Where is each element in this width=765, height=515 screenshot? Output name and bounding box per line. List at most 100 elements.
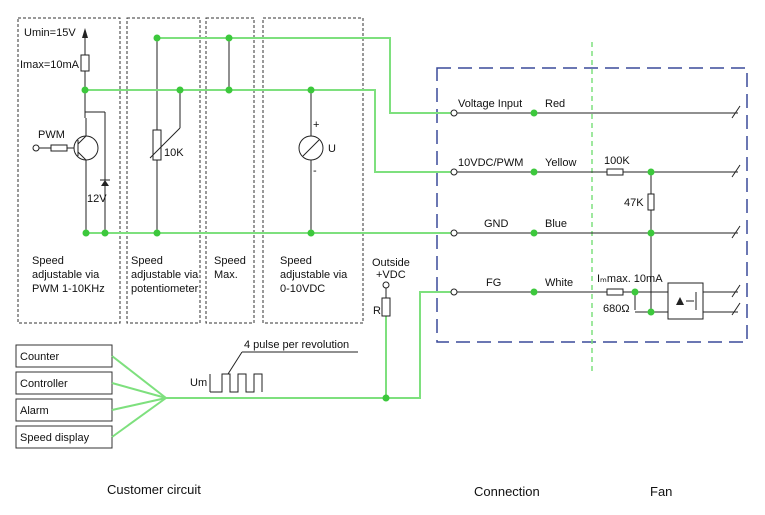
node [631, 288, 639, 296]
pot-caption-3: potentiometer [131, 283, 199, 295]
pot-caption-1: Speed [131, 255, 163, 267]
fan-r2-label: 47K [624, 197, 644, 209]
node [225, 86, 233, 94]
pwm-caption-1: Speed [32, 255, 64, 267]
pwm-label: PWM [38, 129, 65, 141]
meter-plus-label: + [313, 119, 319, 131]
pulse-label: 4 pulse per revolution [244, 339, 349, 351]
fanout-counter [111, 355, 167, 399]
fan-resistor-100k [606, 168, 624, 176]
connection-signal-voltage-input: Voltage Input [458, 98, 522, 110]
node [153, 34, 161, 42]
node [530, 288, 538, 296]
connection-signal-gnd: GND [484, 218, 509, 230]
node [153, 229, 161, 237]
zener-diode-icon [101, 180, 109, 186]
max-group-box [205, 17, 255, 324]
pwm-caption-2: adjustable via [32, 269, 100, 281]
fanout-controller [111, 382, 167, 399]
optocoupler-diode-icon [676, 297, 684, 305]
wire-break-4 [731, 284, 741, 298]
connection-signal-pwm: 10VDC/PWM [458, 157, 523, 169]
footer-fan: Fan [650, 484, 672, 499]
node [81, 86, 89, 94]
node [647, 308, 655, 316]
connection-color-blue: Blue [545, 218, 567, 230]
outside-vdc-terminal [382, 281, 390, 289]
supply-arrow-icon [82, 28, 88, 38]
connection-color-red: Red [545, 98, 565, 110]
pwm-input-terminal [32, 144, 40, 152]
device-speed-display-label: Speed display [20, 432, 90, 444]
fan-resistor-680 [606, 288, 624, 296]
zener-label: 12V [87, 193, 107, 205]
potentiometer [152, 129, 162, 161]
voltage-input-bus [157, 37, 454, 114]
node [307, 229, 315, 237]
connection-signal-fg: FG [486, 277, 501, 289]
vdc-caption-3: 0-10VDC [280, 283, 325, 295]
wire-break-3 [731, 225, 741, 239]
meter-u-label: U [328, 143, 336, 155]
pulse-label-leader [227, 351, 243, 375]
fg-bus [166, 291, 454, 399]
transistor-collector [77, 135, 87, 145]
node [82, 229, 90, 237]
max-caption-2: Max. [214, 269, 238, 281]
fan-r1-label: 100K [604, 155, 630, 167]
outside-resistor-label: R [373, 305, 381, 317]
node [647, 229, 655, 237]
yellow-terminal [450, 168, 458, 176]
node [176, 86, 184, 94]
pullup-resistor [80, 54, 90, 72]
node [101, 229, 109, 237]
node [530, 229, 538, 237]
pot-caption-2: adjustable via [131, 269, 199, 281]
device-counter-label: Counter [20, 351, 59, 363]
device-alarm-label: Alarm [20, 405, 49, 417]
pot-value-label: 10K [164, 147, 184, 159]
node [530, 168, 538, 176]
node [382, 394, 390, 402]
vdc-caption-2: adjustable via [280, 269, 348, 281]
node [647, 168, 655, 176]
gnd-terminal [450, 229, 458, 237]
connection-color-yellow: Yellow [545, 157, 576, 169]
fanout-speed-display [111, 397, 167, 438]
footer-customer-circuit: Customer circuit [107, 482, 201, 497]
pwm-caption-3: PWM 1-10KHz [32, 283, 105, 295]
meter-minus-label: - [313, 165, 317, 177]
fan-r3-label: 680Ω [603, 303, 630, 315]
optocoupler-icon [667, 282, 704, 320]
device-controller-label: Controller [20, 378, 68, 390]
speed-control-bus [85, 89, 454, 173]
vdc-group-box [262, 17, 364, 324]
fan-imax-label: Iₘmax. 10mA [597, 273, 663, 285]
imax-label: Imax=10mA [20, 59, 80, 71]
potentiometer-group-box [126, 17, 201, 324]
voltmeter-needle [302, 139, 320, 157]
pot-wiper-arrow [149, 127, 181, 159]
outside-resistor [381, 297, 391, 317]
wire-break-5 [731, 302, 741, 316]
max-caption-1: Speed [214, 255, 246, 267]
um-label: Um [190, 377, 207, 389]
outside-label: Outside [372, 257, 410, 269]
pulse-waveform [210, 373, 263, 393]
voltage-input-terminal [450, 109, 458, 117]
node [225, 34, 233, 42]
node [307, 86, 315, 94]
vdc-caption-1: Speed [280, 255, 312, 267]
outside-vdc-label: +VDC [376, 269, 406, 281]
wire-break-1 [731, 105, 741, 119]
fg-terminal [450, 288, 458, 296]
node [530, 109, 538, 117]
transistor-emitter [77, 151, 87, 161]
connection-color-white: White [545, 277, 573, 289]
fanout-alarm [111, 397, 167, 411]
footer-connection: Connection [474, 484, 540, 499]
umin-label: Umin=15V [24, 27, 76, 39]
pwm-group-box [17, 17, 121, 324]
